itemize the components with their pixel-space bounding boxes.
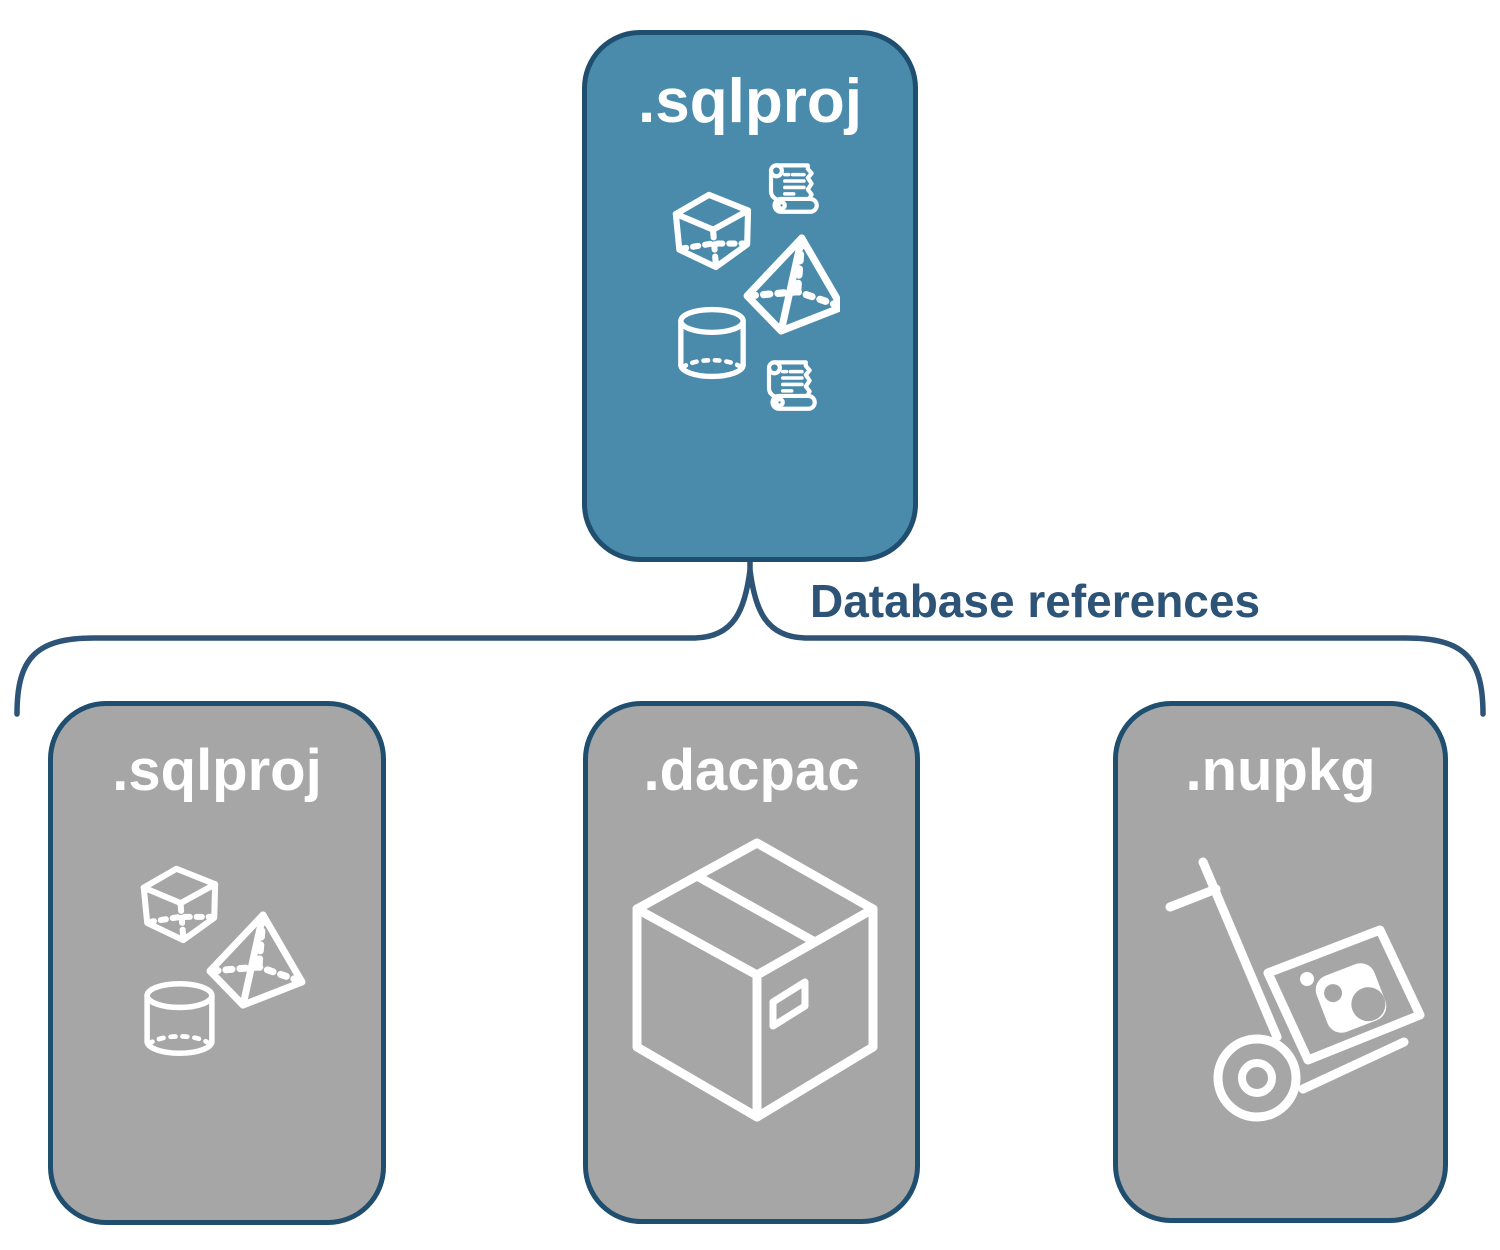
- hand-truck-handle: [1165, 884, 1221, 912]
- nuget-logo: [1315, 963, 1387, 1033]
- cube-icon: [144, 869, 215, 940]
- cylinder-icon: [147, 984, 212, 1054]
- child-card-title: .dacpac: [643, 738, 860, 803]
- root-card-sqlproj: .sqlproj: [582, 30, 918, 562]
- sql-objects-icon-cluster: [660, 155, 840, 433]
- pyramid-icon: [210, 915, 302, 1005]
- connector-label: Database references: [810, 575, 1261, 627]
- child-card-title: .sqlproj: [112, 738, 322, 803]
- child-card-title: .nupkg: [1185, 738, 1376, 803]
- sql-objects-icon-cluster: [130, 855, 320, 1077]
- package-box-icon: [632, 838, 878, 1122]
- nuget-hand-truck-icon: [1165, 857, 1425, 1122]
- child-card-dacpac: .dacpac: [583, 701, 920, 1224]
- hand-truck-wheel-inner: [1238, 1059, 1276, 1097]
- package-outline: [1263, 925, 1425, 1065]
- hand-truck-wheel-outer: [1213, 1034, 1301, 1122]
- pyramid-icon: [747, 238, 840, 331]
- child-card-sqlproj: .sqlproj: [48, 701, 386, 1225]
- cube-icon: [676, 195, 748, 267]
- scroll-icon: [769, 362, 815, 408]
- scroll-icon: [771, 165, 817, 211]
- hand-truck-toe-plate: [1298, 1037, 1409, 1094]
- root-card-title: .sqlproj: [638, 67, 862, 136]
- child-card-nupkg: .nupkg: [1113, 701, 1448, 1223]
- nuget-logo-dot: [1300, 972, 1314, 986]
- cylinder-icon: [681, 310, 743, 377]
